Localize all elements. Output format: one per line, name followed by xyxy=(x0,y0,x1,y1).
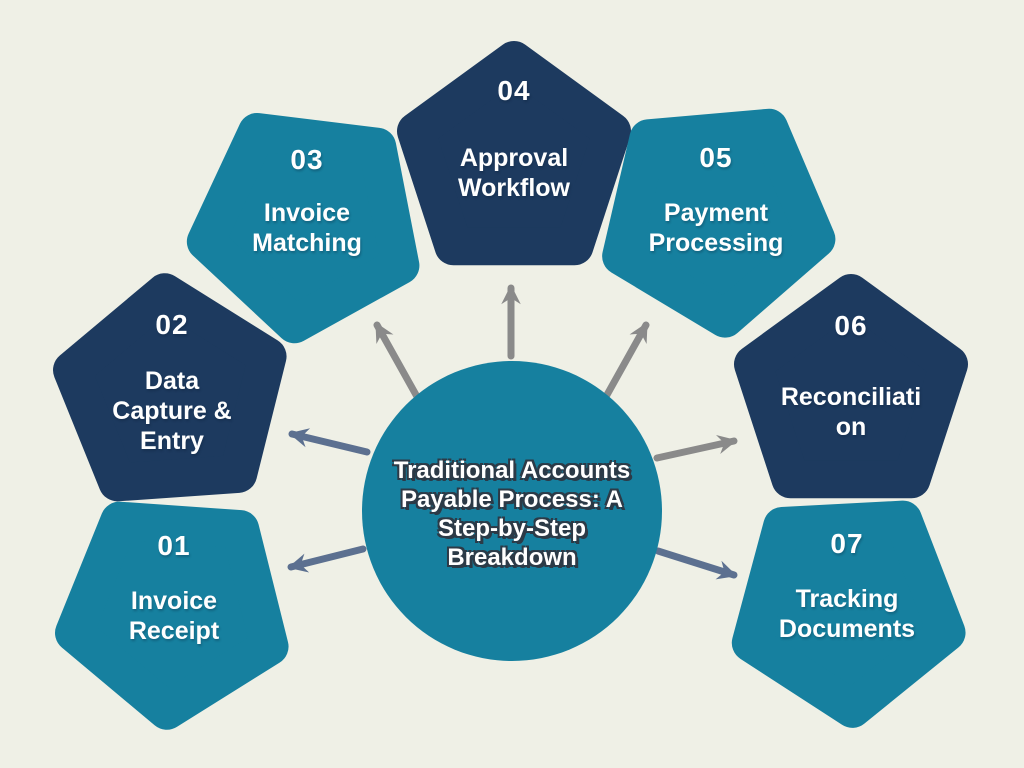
arrow-to-step-03 xyxy=(373,321,424,406)
arrow-to-step-06 xyxy=(653,434,738,462)
arrow-to-step-07 xyxy=(654,547,738,580)
arrow-to-step-05 xyxy=(599,321,650,406)
pentagon-step-05 xyxy=(611,124,822,327)
pentagon-step-07 xyxy=(745,518,950,714)
pentagon-step-06 xyxy=(753,293,949,479)
arrow-to-step-01 xyxy=(287,545,367,573)
pentagon-step-01 xyxy=(69,518,278,718)
pentagon-step-02 xyxy=(67,285,276,485)
center-circle xyxy=(362,361,662,661)
pentagon-step-04 xyxy=(416,60,612,246)
arrow-to-step-02 xyxy=(288,428,371,456)
pentagon-step-03 xyxy=(197,127,414,336)
